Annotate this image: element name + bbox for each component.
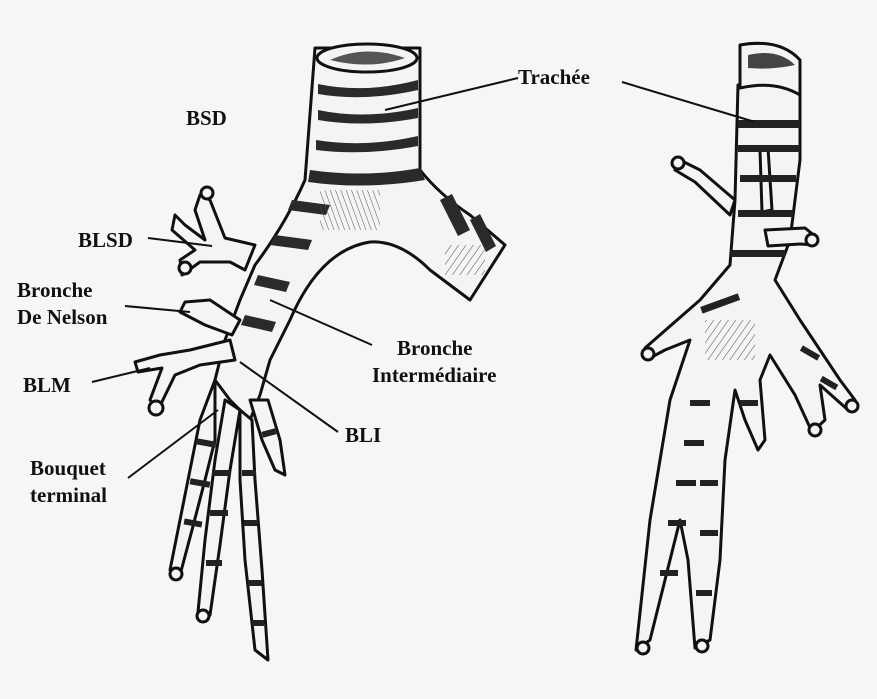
bronchus-end <box>201 187 213 199</box>
label-bli: BLI <box>345 423 381 447</box>
label-bsd: BSD <box>186 106 227 130</box>
bronchus-end <box>806 234 818 246</box>
leader-trachee-right <box>622 82 755 122</box>
upper-branch <box>675 160 735 215</box>
bronchus-end <box>149 401 163 415</box>
label-bronche-nelson-line1: Bronche <box>17 278 92 302</box>
bronchus-end <box>179 262 191 274</box>
bronchus-end <box>642 348 654 360</box>
bronchus-end <box>809 424 821 436</box>
nelson-branch <box>180 300 240 335</box>
bronchus-end <box>696 640 708 652</box>
leader-blm <box>92 368 150 382</box>
label-trachee: Trachée <box>518 65 590 89</box>
label-bouquet-line2: terminal <box>30 483 107 507</box>
label-blsd: BLSD <box>78 228 133 252</box>
label-bronche-intermediaire-line2: Intermédiaire <box>372 363 496 387</box>
hatch-fill <box>705 320 755 360</box>
bronchus-end <box>170 568 182 580</box>
label-bronche-nelson-line2: De Nelson <box>17 305 108 329</box>
bronchus-end <box>672 157 684 169</box>
leader-lines <box>92 78 755 478</box>
hatch-fill <box>445 245 485 275</box>
label-bronche-intermediaire-line1: Bronche <box>397 336 472 360</box>
right-trachea <box>636 85 855 650</box>
hatch-fill <box>320 190 380 230</box>
label-bouquet-line1: Bouquet <box>30 456 106 480</box>
label-blm: BLM <box>23 373 71 397</box>
bronchus-end <box>637 642 649 654</box>
bronchus-end <box>846 400 858 412</box>
right-bronchial-tree <box>636 43 858 654</box>
bronchus-end <box>197 610 209 622</box>
